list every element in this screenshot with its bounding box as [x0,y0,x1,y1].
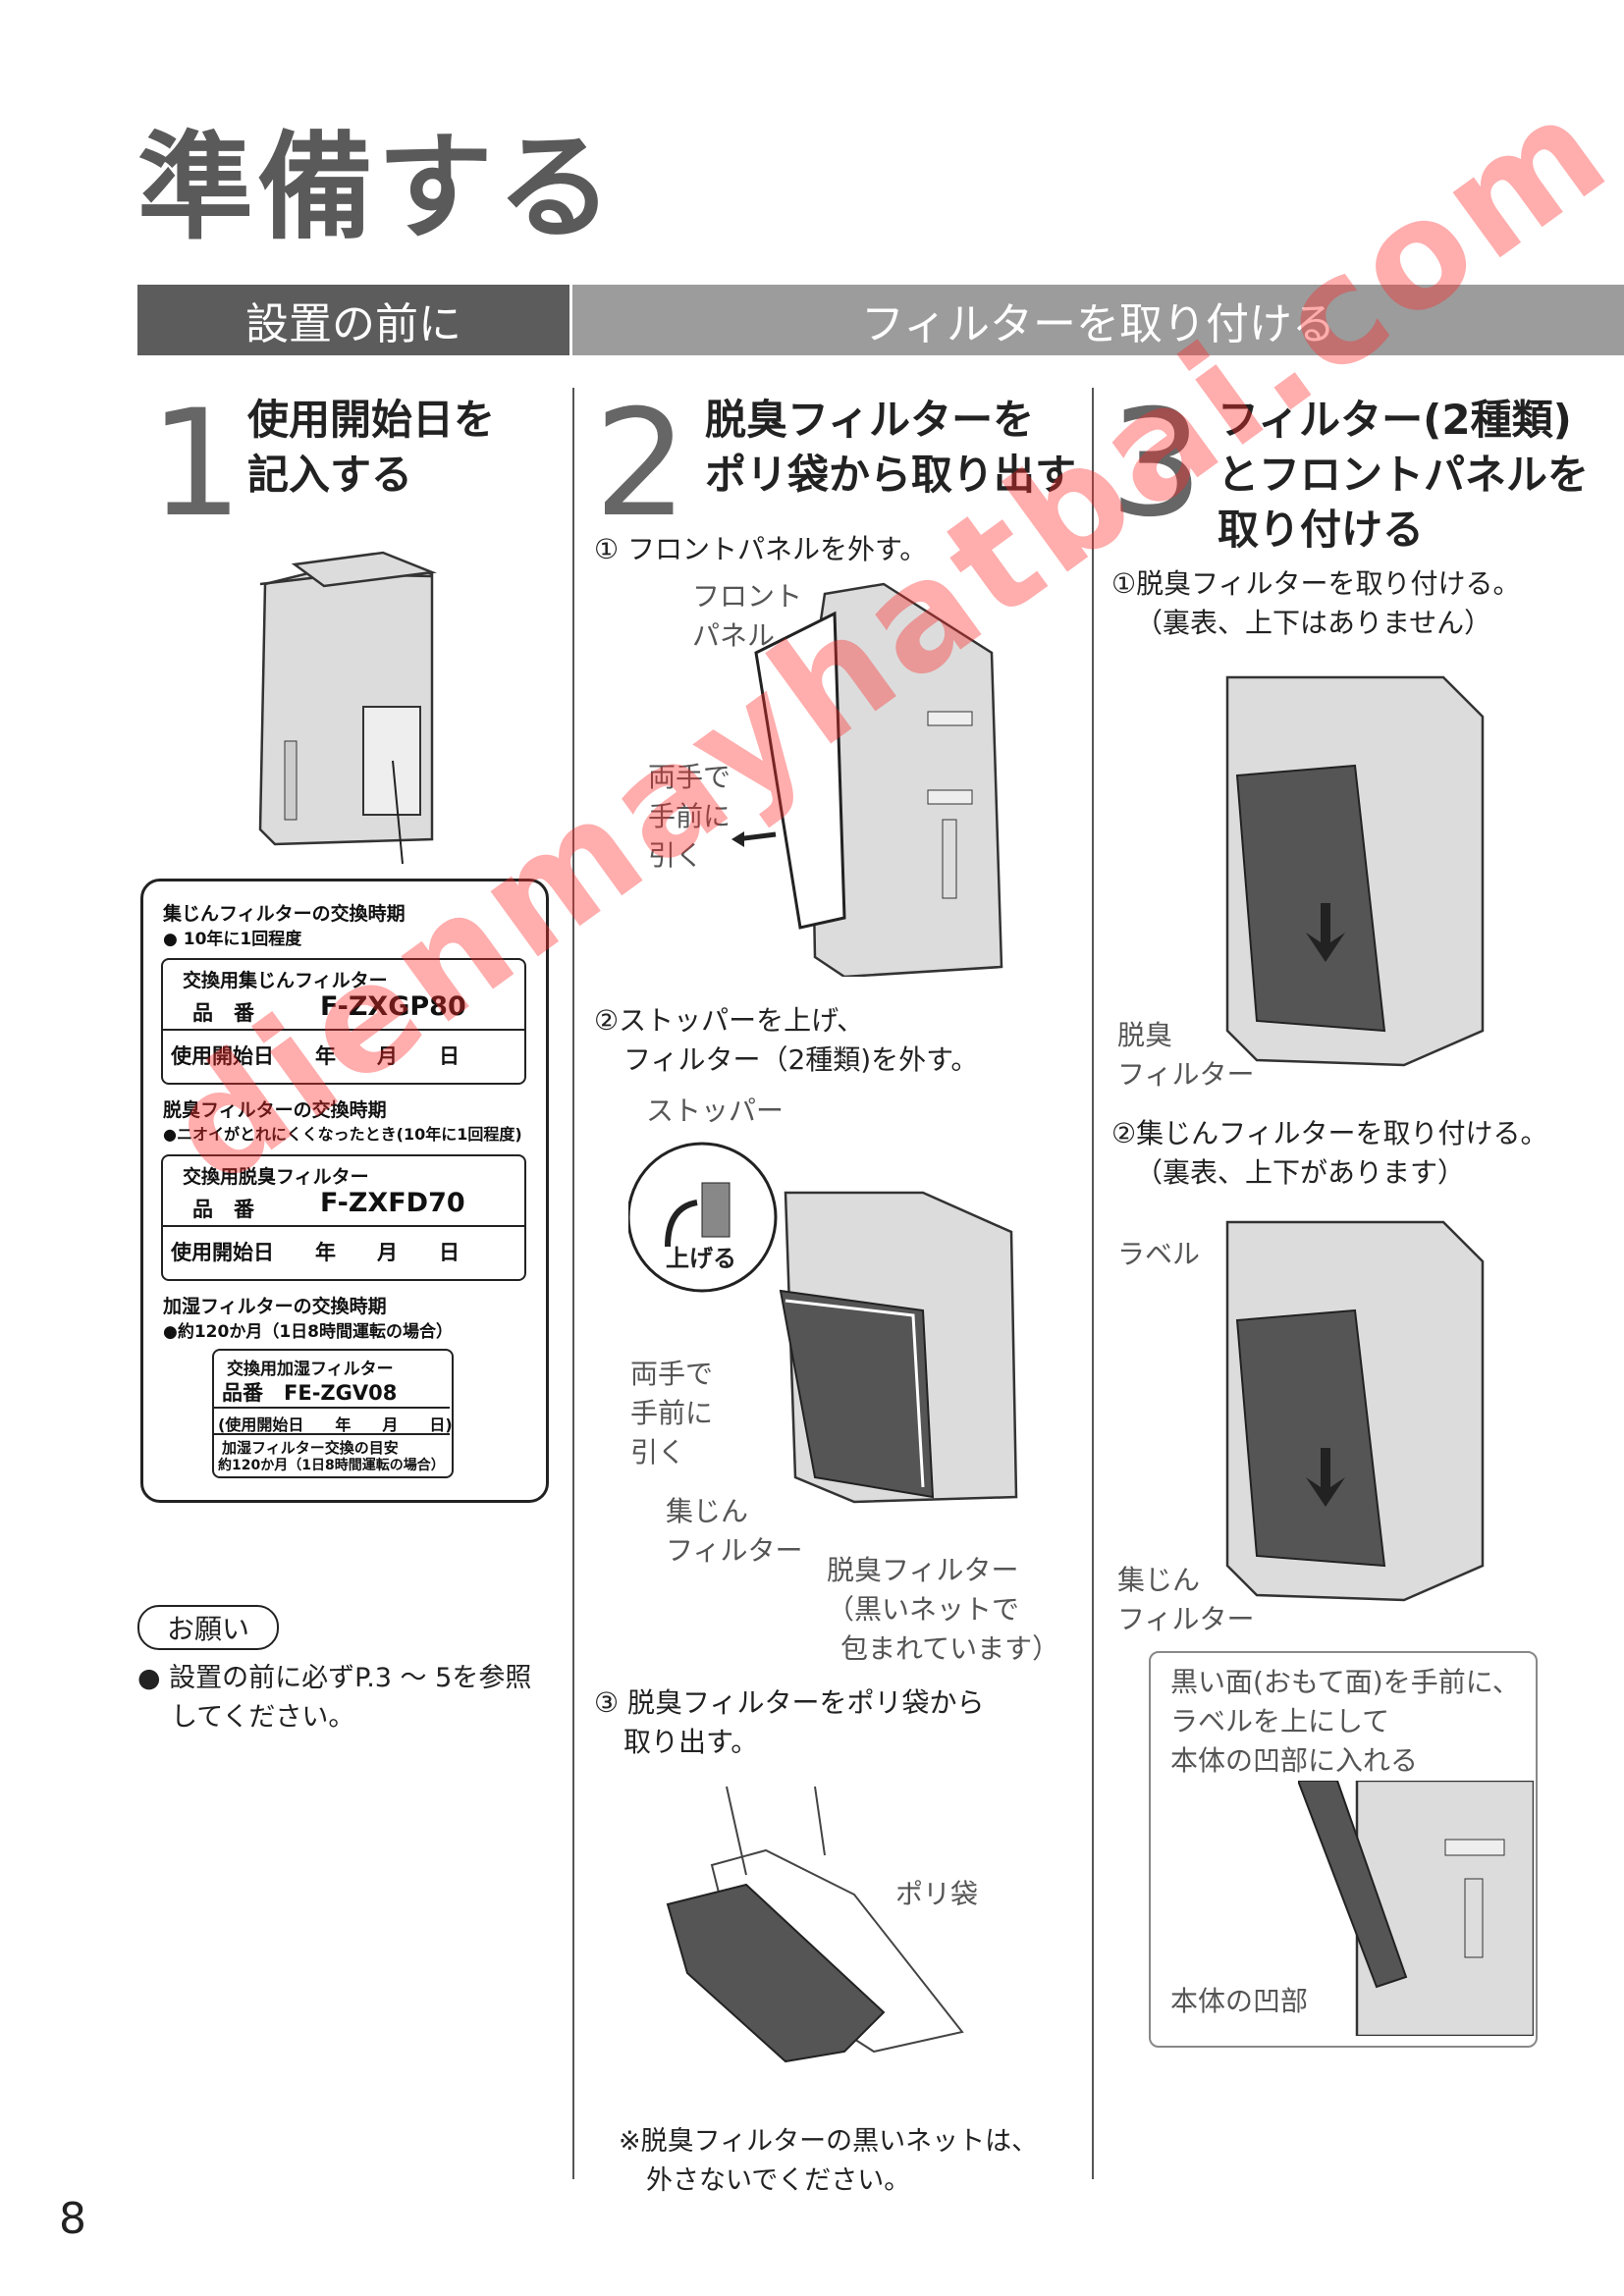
remove-filters-illustration [628,1142,1018,1504]
label-label: ラベル [1117,1238,1201,1270]
remove-front-panel-illustration [731,582,1003,977]
label-stopper: ストッパー [646,1095,785,1127]
label-dust-filter: 集じん フィルター [666,1495,803,1567]
part-number: 品番 FE-ZGV08 [222,1381,398,1405]
label-deodorizing-filter: 脱臭フィルター （黒いネットで 包まれています） [827,1554,1060,1665]
step-number: 1 [149,379,244,550]
recess-illustration [1298,1781,1534,2036]
section-header-before-install: 設置の前に [137,285,569,355]
column-divider [572,388,574,2179]
part-number: F-ZXGP80 [320,991,466,1022]
step-title: フィルター(2種類) とフロントパネルを 取り付ける [1218,396,1590,554]
instruction-step: ③ 脱臭フィルターをポリ袋から 取り出す。 [594,1686,985,1758]
label-recess: 本体の凹部 [1170,1985,1309,2017]
step-title: 使用開始日を 記入する [247,396,496,499]
instruction-step: ①脱臭フィルターを取り付ける。 （裏表、上下はありません） [1111,567,1521,639]
remove-bag-illustration [666,1786,964,2063]
label-pull-both-hands: 両手で 手前に 引く [630,1358,714,1468]
label-dust-filter: 集じん フィルター [1117,1564,1255,1635]
attach-dust-filter-illustration [1225,1220,1485,1602]
setup-note: ● 設置の前に必ずP.3 ～ 5を参照 してください。 [137,1663,532,1733]
step-number: 3 [1110,379,1204,550]
section-header-attach-filters: フィルターを取り付ける [572,285,1624,355]
label-plastic-bag: ポリ袋 [895,1878,979,1910]
instruction-step: ① フロントパネルを外す。 [594,533,928,565]
label-deodorizing-filter: 脱臭 フィルター [1117,1019,1255,1091]
label-raise: 上げる [666,1245,736,1272]
attach-deodorizing-filter-illustration [1225,675,1485,1067]
part-number: F-ZXFD70 [320,1188,465,1218]
filter-replacement-sticker: 集じんフィルターの交換時期 ● 10年に1回程度 交換用集じんフィルター 品 番… [140,879,549,1503]
instruction-step: ②集じんフィルターを取り付ける。 （裏表、上下があります） [1111,1117,1548,1189]
step-number: 2 [594,379,688,550]
page-number: 8 [59,2194,86,2244]
insertion-callout: 黒い面(おもて面)を手前に、 ラベルを上にして 本体の凹部に入れる 本体の凹部 [1149,1651,1538,2048]
footnote: ※脱臭フィルターの黒いネットは、 外さないでください。 [619,2126,1039,2196]
request-badge: お願い [137,1605,279,1650]
column-divider [1092,388,1094,2179]
device-back-illustration [258,551,437,864]
page-title: 準備する [137,120,618,255]
label-front-panel: フロント パネル [692,580,803,652]
instruction-step: ②ストッパーを上げ、 フィルター（2種類)を外す。 [594,1004,979,1076]
label-pull-both-hands: 両手で 手前に 引く [648,761,731,872]
step-title: 脱臭フィルターを ポリ袋から取り出す [705,396,1077,499]
callout-text: 黒い面(おもて面)を手前に、 ラベルを上にして 本体の凹部に入れる [1170,1666,1520,1777]
